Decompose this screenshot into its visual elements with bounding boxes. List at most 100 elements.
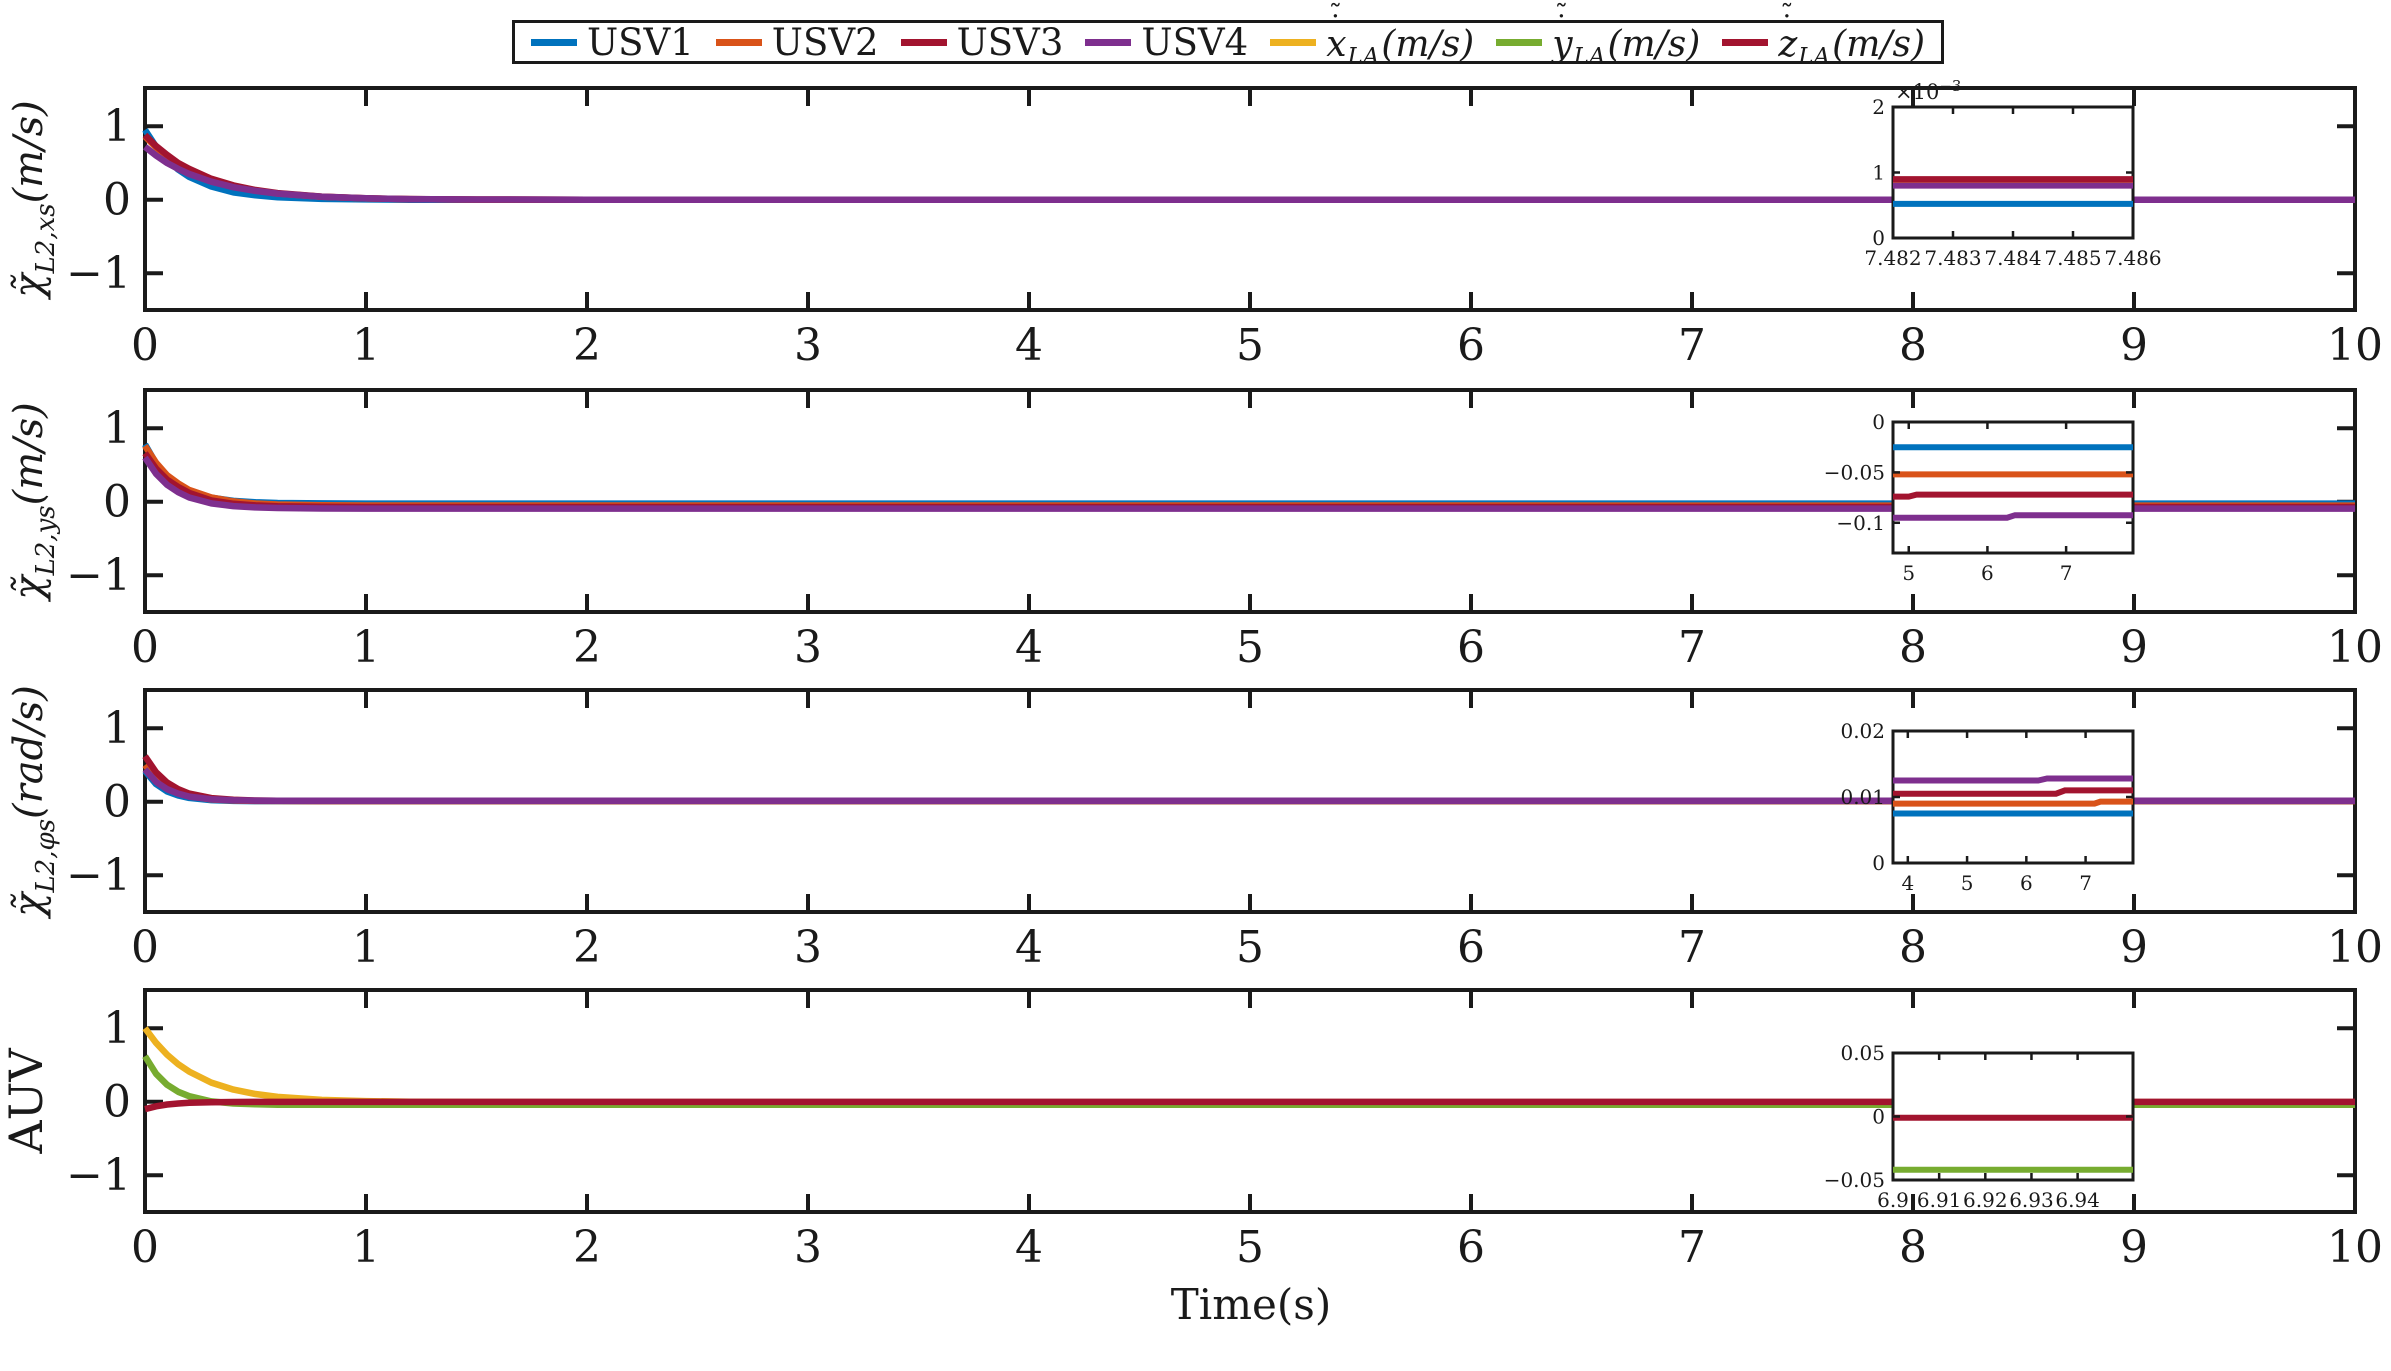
inset-y-tick-label: −0.05	[1824, 1168, 1885, 1192]
x-tick-label: 5	[1236, 320, 1264, 371]
x-tick-label: 8	[1899, 1222, 1927, 1273]
x-tick-label: 10	[2327, 1222, 2383, 1273]
legend-item-zLA: ˜˙zLA(m/s)	[1722, 2, 1925, 69]
inset-x-tick-label: 6.91	[1917, 1188, 1962, 1212]
legend-swatch	[531, 38, 577, 46]
inset-y-tick-label: 0	[1872, 851, 1885, 875]
x-tick-label: 7	[1678, 1222, 1706, 1273]
legend-label: USV1	[587, 20, 694, 64]
x-tick-label: 8	[1899, 922, 1927, 973]
x-tick-label: 2	[573, 622, 601, 673]
y-axis-label: χ̃L2,ys(m/s)	[6, 402, 61, 603]
x-tick-label: 0	[131, 622, 159, 673]
inset-box	[1891, 729, 2135, 865]
y-axis-label: AUV	[0, 1048, 53, 1155]
y-tick-label: 1	[103, 703, 131, 754]
x-tick-label: 8	[1899, 320, 1927, 371]
x-tick-label: 0	[131, 922, 159, 973]
legend-item-USV2: USV2	[715, 20, 879, 64]
inset-series-USV2	[1893, 798, 2133, 807]
y-tick-label: 0	[103, 1077, 131, 1128]
x-tick-label: 6	[1457, 320, 1485, 371]
x-tick-label: 7	[1678, 922, 1706, 973]
x-tick-label: 5	[1236, 922, 1264, 973]
x-tick-label: 6	[1457, 1222, 1485, 1273]
inset-x-tick-label: 5	[1961, 871, 1974, 895]
inset-y-tick-label: 0	[1872, 1105, 1885, 1129]
x-tick-label: 0	[131, 1222, 159, 1273]
x-tick-label: 9	[2120, 622, 2148, 673]
inset-y-tick-label: 2	[1872, 95, 1885, 119]
inset-x-tick-label: 5	[1902, 561, 1915, 585]
inset-x-tick-label: 6.94	[2055, 1188, 2100, 1212]
series-USV4	[142, 455, 2355, 512]
x-tick-label: 8	[1899, 622, 1927, 673]
inset-x-tick-label: 7.486	[2104, 246, 2161, 270]
inset-y-tick-label: 0	[1872, 410, 1885, 434]
inset-x-tick-label: 6	[2020, 871, 2033, 895]
y-axis-label: χ̃L2,φs(rad/s)	[6, 685, 61, 920]
legend-item-yLA: ˜˙yLA(m/s)	[1496, 0, 1701, 70]
x-tick-label: 2	[573, 922, 601, 973]
inset-x-tick-label: 7	[2060, 561, 2073, 585]
y-tick-label: −1	[66, 550, 131, 601]
y-tick-label: 1	[103, 403, 131, 454]
x-tick-label: 4	[1015, 320, 1043, 371]
inset-x-tick-label: 7	[2079, 871, 2092, 895]
x-tick-label: 7	[1678, 320, 1706, 371]
legend-item-USV3: USV3	[900, 20, 1064, 64]
legend-label: USV3	[956, 20, 1064, 64]
x-tick-label: 9	[2120, 320, 2148, 371]
legend-label: USV2	[771, 20, 879, 64]
x-tick-label: 9	[2120, 1222, 2148, 1273]
inset-series-USV3	[1893, 491, 2133, 500]
legend-label: ˜˙yLA(m/s)	[1552, 0, 1701, 70]
x-tick-label: 10	[2327, 622, 2383, 673]
x-tick-label: 1	[352, 320, 380, 371]
series-zLA	[144, 1098, 2355, 1113]
x-tick-label: 1	[352, 1222, 380, 1273]
inset-y-tick-label: 1	[1872, 161, 1885, 185]
y-tick-label: −1	[66, 850, 131, 901]
x-tick-label: 4	[1015, 922, 1043, 973]
inset-x-tick-label: 7.483	[1924, 246, 1981, 270]
legend-item-USV4: USV4	[1085, 24, 1248, 61]
legend-swatch	[1085, 38, 1132, 46]
inset-y-tick-label: 0	[1872, 226, 1885, 250]
legend-swatch	[900, 38, 947, 46]
inset-box	[1891, 105, 2135, 240]
x-tick-label: 3	[794, 622, 822, 673]
x-tick-label: 7	[1678, 622, 1706, 673]
legend-item-USV1: USV1	[531, 24, 694, 61]
y-tick-label: 1	[103, 1003, 131, 1054]
x-tick-label: 5	[1236, 1222, 1264, 1273]
y-tick-label: 0	[103, 477, 131, 528]
inset-x-tick-label: 7.485	[2044, 246, 2101, 270]
inset-y-tick-label: −0.1	[1836, 511, 1885, 535]
legend-swatch	[1722, 38, 1769, 46]
legend-swatch	[1270, 38, 1317, 46]
inset-y-tick-label: 0.01	[1840, 785, 1885, 809]
x-tick-label: 10	[2327, 320, 2383, 371]
x-tick-label: 3	[794, 1222, 822, 1273]
y-tick-label: 0	[103, 175, 131, 226]
x-tick-label: 6	[1457, 922, 1485, 973]
series-USV4	[142, 767, 2355, 805]
x-axis-label: Time(s)	[1170, 1280, 1332, 1329]
inset-y-tick-label: 0.05	[1840, 1041, 1885, 1065]
inset-box	[1891, 420, 2135, 555]
inset-x-tick-label: 6.93	[2009, 1188, 2054, 1212]
inset-y-tick-label: 0.02	[1840, 719, 1885, 743]
x-tick-label: 2	[573, 1222, 601, 1273]
y-axis-label: χ̃L2,xs(m/s)	[6, 100, 61, 300]
legend-item-xLA: ˜˙xLA(m/s)	[1270, 2, 1474, 69]
